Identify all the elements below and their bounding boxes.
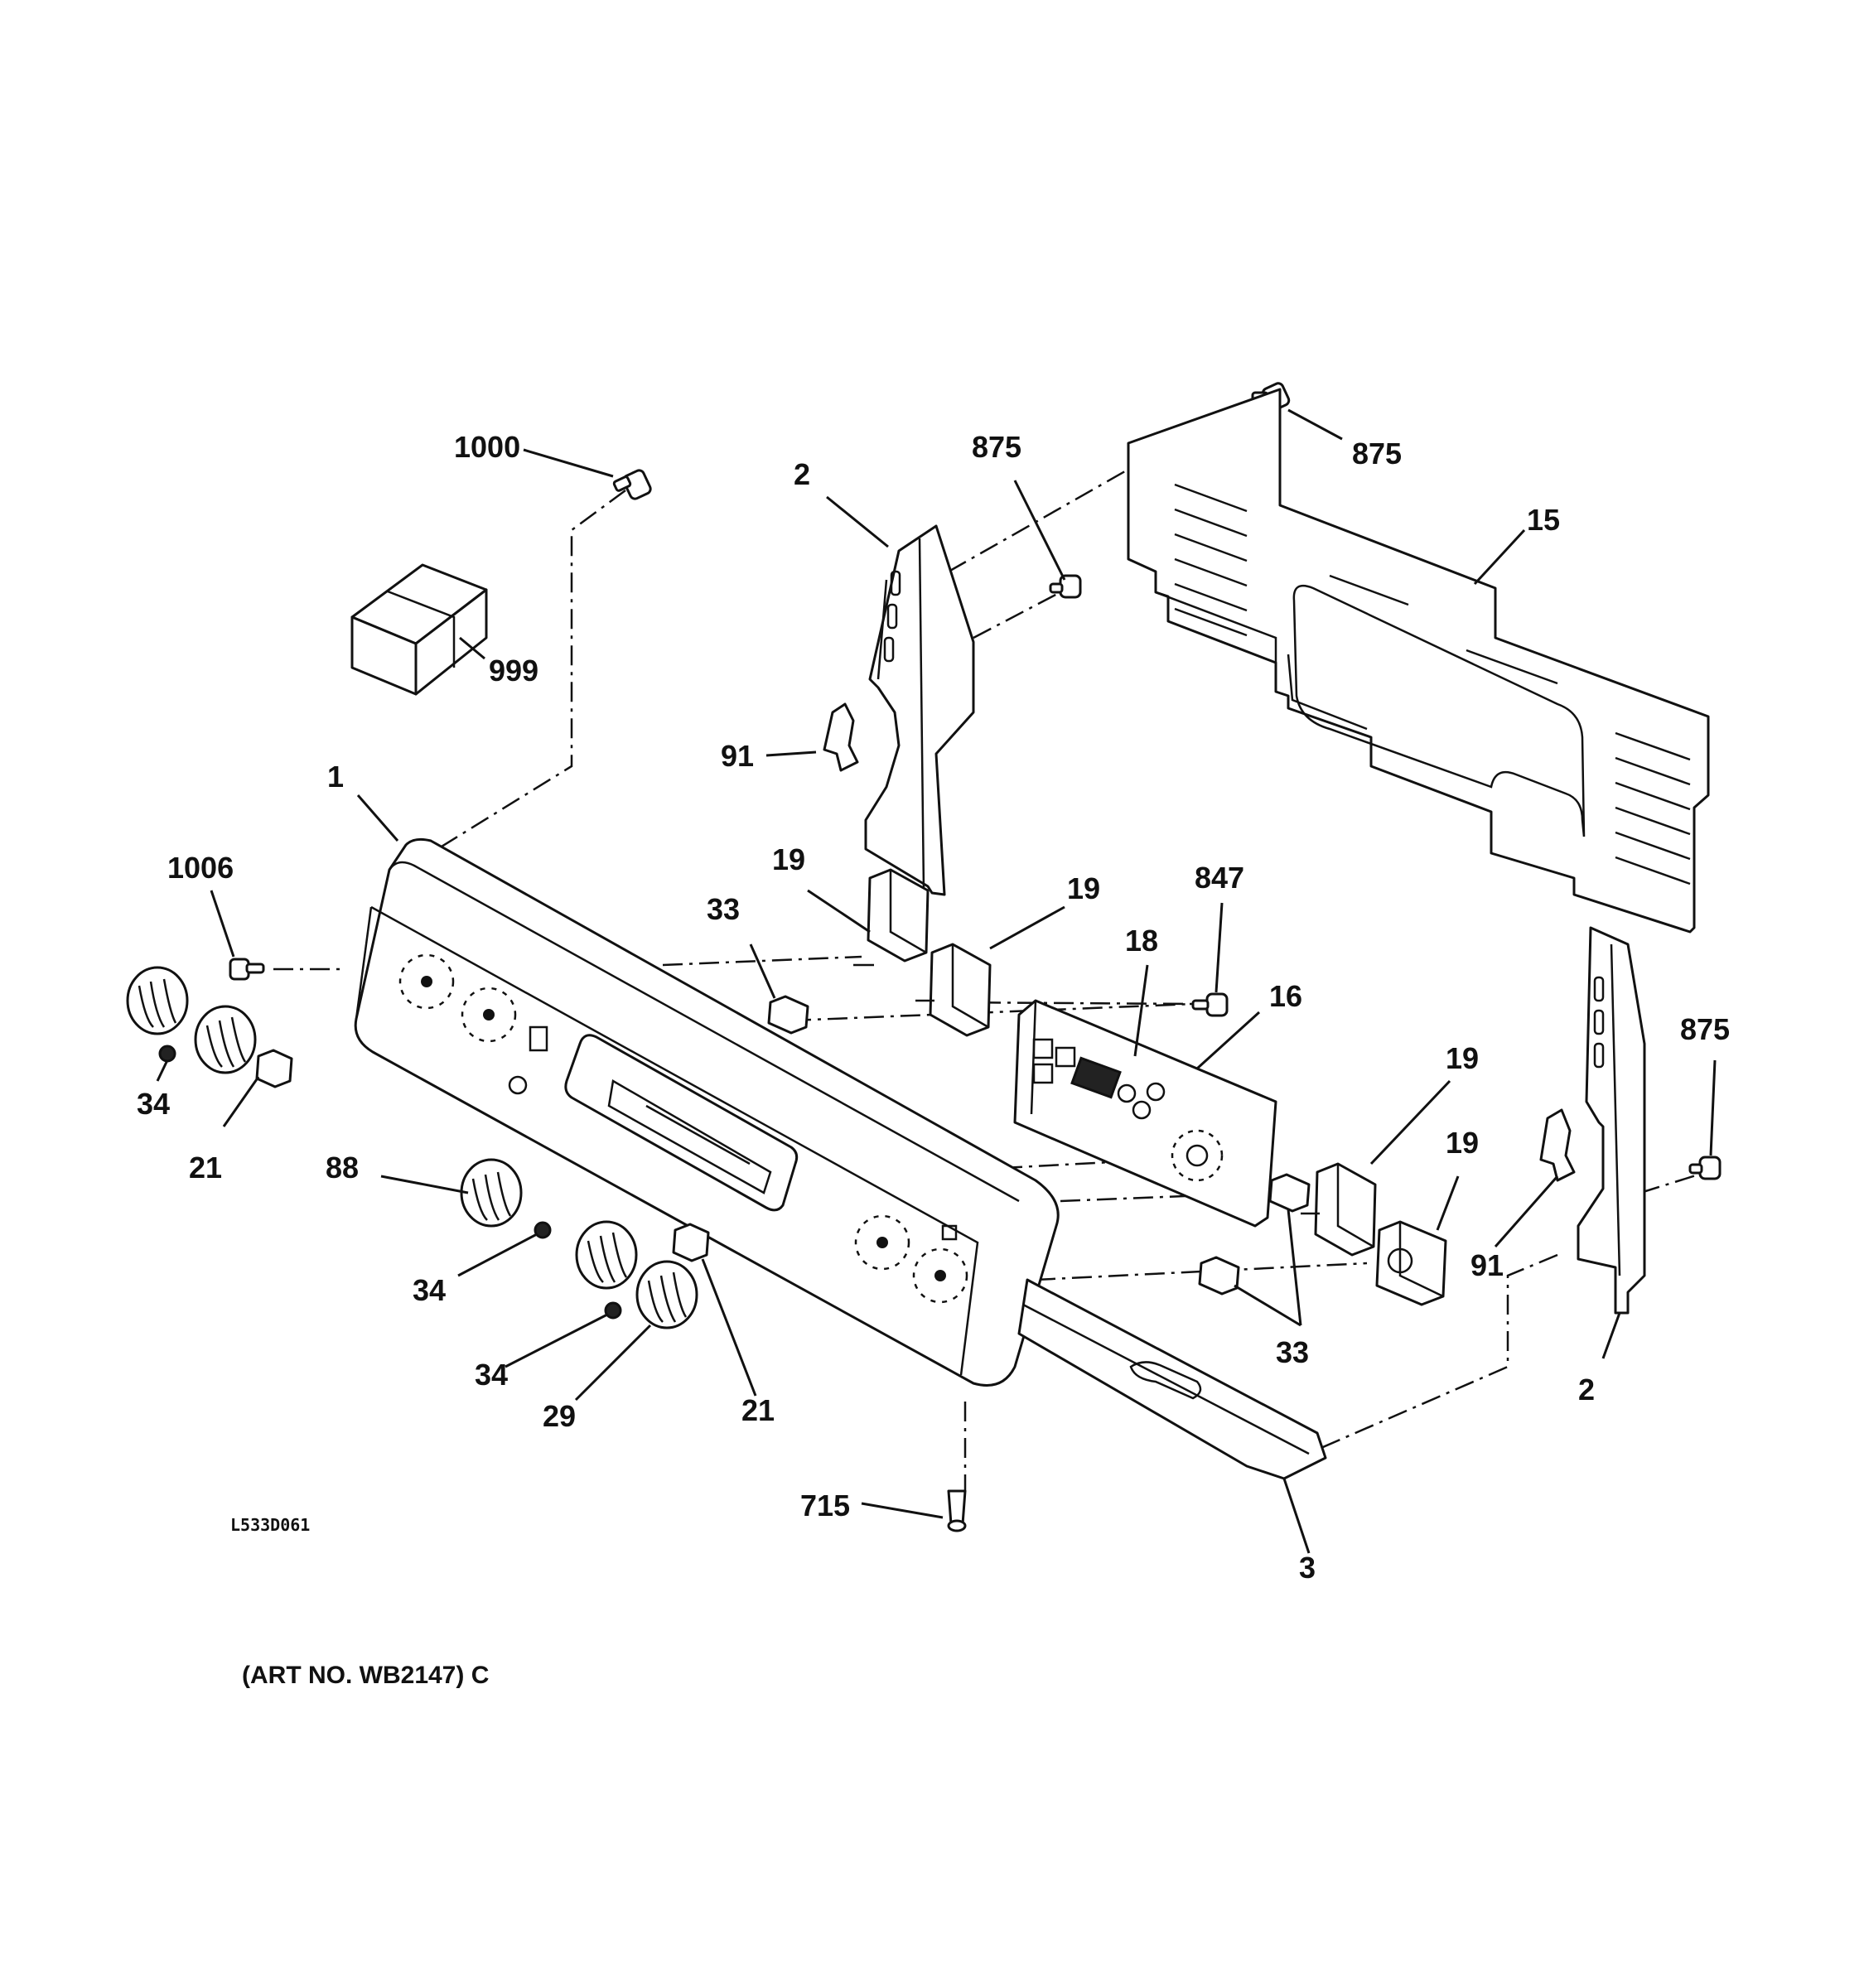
knob-29 (635, 1260, 698, 1329)
part-21-button-left (255, 1049, 293, 1088)
callout-29: 29 (543, 1399, 576, 1433)
knob-88 (460, 1158, 523, 1228)
screw-875-left (1049, 574, 1082, 599)
callout-15: 15 (1527, 503, 1560, 537)
part-19-switch-c (1301, 1162, 1377, 1257)
knob-left-upper (126, 966, 189, 1035)
callout-875-right: 875 (1680, 1012, 1730, 1046)
drawing-code: L533D061 (230, 1515, 310, 1535)
callout-91-right: 91 (1470, 1248, 1504, 1282)
part-1-control-panel (354, 837, 1060, 1387)
art-number: (ART NO. WB2147) C (242, 1662, 489, 1689)
knob-left-lower (194, 1005, 257, 1074)
part-2-bracket-left (864, 524, 975, 896)
callout-21-right: 21 (741, 1393, 775, 1427)
part-34-spring-b (534, 1221, 552, 1239)
part-34-spring-a (158, 1045, 176, 1063)
callout-33-upper: 33 (707, 892, 740, 926)
part-2-bracket-right (1577, 926, 1646, 1315)
callout-34-left: 34 (137, 1087, 170, 1121)
part-3-trim (1017, 1278, 1327, 1480)
callout-91-left: 91 (721, 739, 754, 773)
part-33-switch-a (767, 995, 809, 1035)
callout-19-c: 19 (1446, 1041, 1479, 1075)
part-34-spring-c (604, 1301, 622, 1320)
screw-715 (947, 1489, 967, 1532)
leader-lines (156, 408, 1717, 1554)
callout-2-right: 2 (1578, 1373, 1595, 1407)
part-33-switch-c (1198, 1256, 1240, 1296)
callout-19-d: 19 (1446, 1126, 1479, 1160)
callout-16: 16 (1269, 979, 1302, 1013)
callout-1: 1 (327, 760, 344, 794)
callout-715: 715 (800, 1489, 850, 1522)
callout-847: 847 (1195, 861, 1244, 895)
screw-875-right (1688, 1156, 1722, 1180)
callout-21-left: 21 (189, 1151, 222, 1185)
screw-1000 (612, 469, 652, 500)
part-33-switch-b (1268, 1173, 1311, 1213)
part-16-control-board (1013, 999, 1277, 1228)
callout-875-left: 875 (972, 430, 1021, 464)
callout-19-b: 19 (1067, 871, 1100, 905)
callout-2-left: 2 (794, 457, 810, 491)
screw-847 (1191, 992, 1229, 1017)
callout-34-middle: 34 (413, 1273, 446, 1307)
callout-33-lower: 33 (1276, 1335, 1309, 1369)
callout-999: 999 (489, 654, 538, 688)
part-15-rear-panel (1127, 388, 1710, 934)
part-19-switch-b (915, 943, 992, 1037)
callout-19-a: 19 (772, 842, 805, 876)
callout-1000: 1000 (454, 430, 520, 464)
part-19-switch-d (1375, 1220, 1447, 1306)
callout-3: 3 (1299, 1551, 1316, 1585)
callout-88: 88 (326, 1151, 359, 1185)
knob-right-upper (575, 1220, 638, 1290)
part-91-clip-left (823, 702, 859, 772)
callout-labels: 1000 999 2 875 875 15 91 1 1006 33 19 19… (137, 430, 1730, 1585)
part-21-button-right (672, 1223, 710, 1262)
part-19-switch-a (853, 868, 930, 967)
part-91-clip-right (1539, 1108, 1576, 1182)
callout-34-lower: 34 (475, 1358, 508, 1392)
part-999-box (350, 563, 488, 696)
callout-18: 18 (1125, 924, 1158, 958)
callout-875-top: 875 (1352, 437, 1402, 470)
callout-1006: 1006 (167, 851, 234, 885)
screw-1006 (229, 958, 265, 981)
